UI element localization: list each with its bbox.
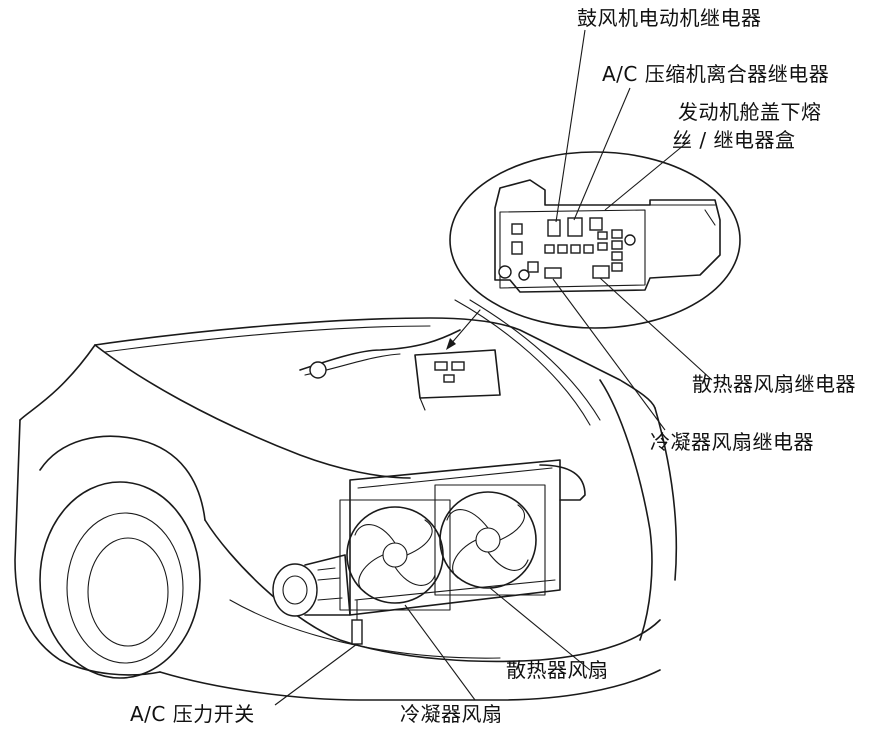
relay-condenser-fan [544,267,562,279]
engine-bay [272,309,586,645]
label-under-hood-fuse-box-line2: 丝 / 继电器盒 [672,128,796,152]
label-radiator-fan-relay: 散热器风扇继电器 [692,372,856,396]
leader-lines [274,29,713,706]
relay-radiator-fan [592,265,610,279]
label-ac-compressor-clutch-relay: A/C 压缩机离合器继电器 [602,62,830,86]
relay-ac-clutch [567,217,583,237]
relay-blower [547,219,561,237]
label-blower-motor-relay: 鼓风机电动机继电器 [577,6,762,30]
label-condenser-fan-relay: 冷凝器风扇继电器 [650,430,814,454]
label-radiator-fan: 散热器风扇 [506,658,609,682]
label-under-hood-fuse-box-line1: 发动机舱盖下熔 [678,100,822,124]
magnified-fuse-box [449,151,741,329]
label-ac-pressure-switch: A/C 压力开关 [130,702,255,726]
label-condenser-fan: 冷凝器风扇 [400,702,503,726]
